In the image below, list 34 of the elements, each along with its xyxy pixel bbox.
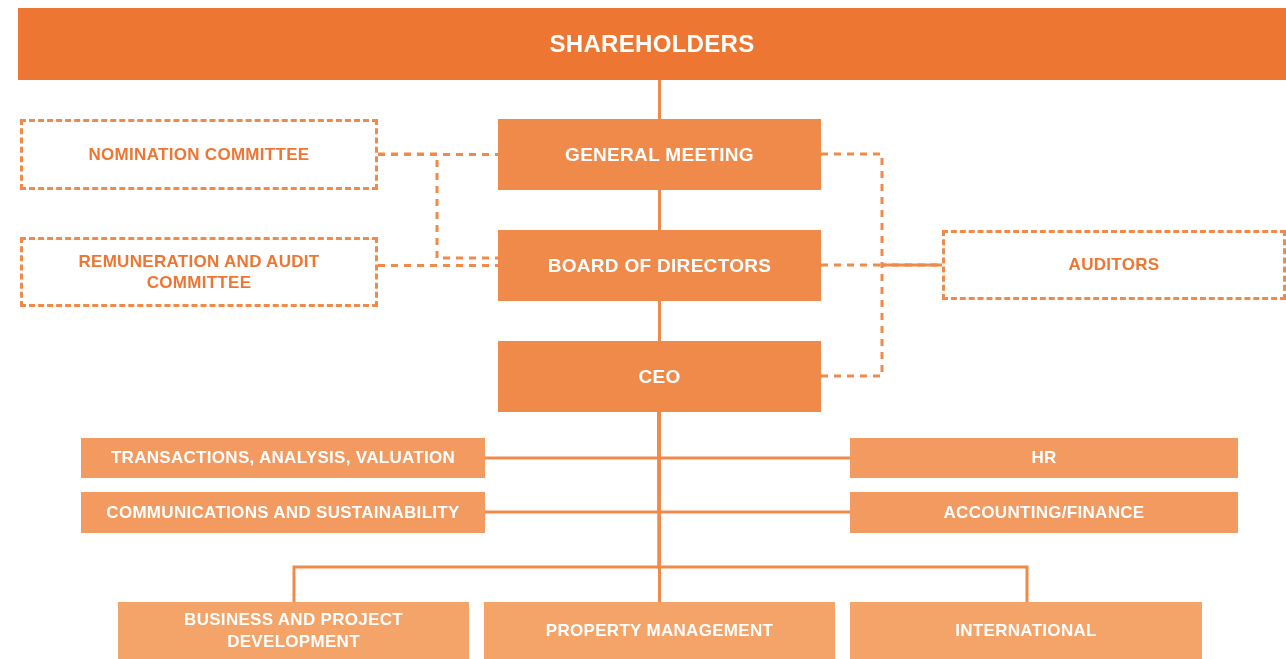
business-area-box — [484, 602, 835, 659]
connector-line — [658, 301, 661, 341]
function-box — [850, 438, 1238, 478]
function-box — [850, 492, 1238, 533]
box-label: REMUNERATION AND AUDIT COMMITTEE — [77, 250, 321, 294]
function-box — [81, 492, 485, 533]
box-label: CEO — [638, 364, 681, 389]
dashed-connector — [821, 263, 942, 267]
business-area-box — [850, 602, 1202, 659]
box-label: HR — [1031, 447, 1057, 469]
governance-box — [498, 119, 821, 190]
box-label: ACCOUNTING/FINANCE — [943, 501, 1145, 524]
box-label: COMMUNICATIONS AND SUSTAINABILITY — [106, 501, 460, 524]
function-box — [81, 438, 485, 478]
business-area-box — [118, 602, 469, 659]
governance-box — [498, 230, 821, 301]
shareholders-banner — [18, 8, 1286, 80]
box-label: INTERNATIONAL — [955, 619, 1097, 642]
box-label: PROPERTY MANAGEMENT — [545, 619, 774, 642]
box-label: GENERAL MEETING — [565, 142, 754, 167]
connector-line — [658, 80, 661, 119]
connector-line — [658, 190, 661, 230]
box-label: AUDITORS — [1068, 254, 1160, 276]
committee-box — [20, 237, 378, 307]
ceo-box — [498, 341, 821, 412]
box-label: SHAREHOLDERS — [549, 29, 755, 59]
committee-box — [20, 119, 378, 190]
box-label: TRANSACTIONS, ANALYSIS, VALUATION — [110, 447, 456, 469]
dashed-connector — [378, 264, 498, 267]
dashed-connector — [378, 152, 498, 260]
box-label: BUSINESS AND PROJECT DEVELOPMENT — [183, 609, 404, 652]
auditors-box — [942, 230, 1286, 300]
box-label: BOARD OF DIRECTORS — [547, 253, 772, 278]
box-label: NOMINATION COMMITTEE — [88, 143, 310, 166]
